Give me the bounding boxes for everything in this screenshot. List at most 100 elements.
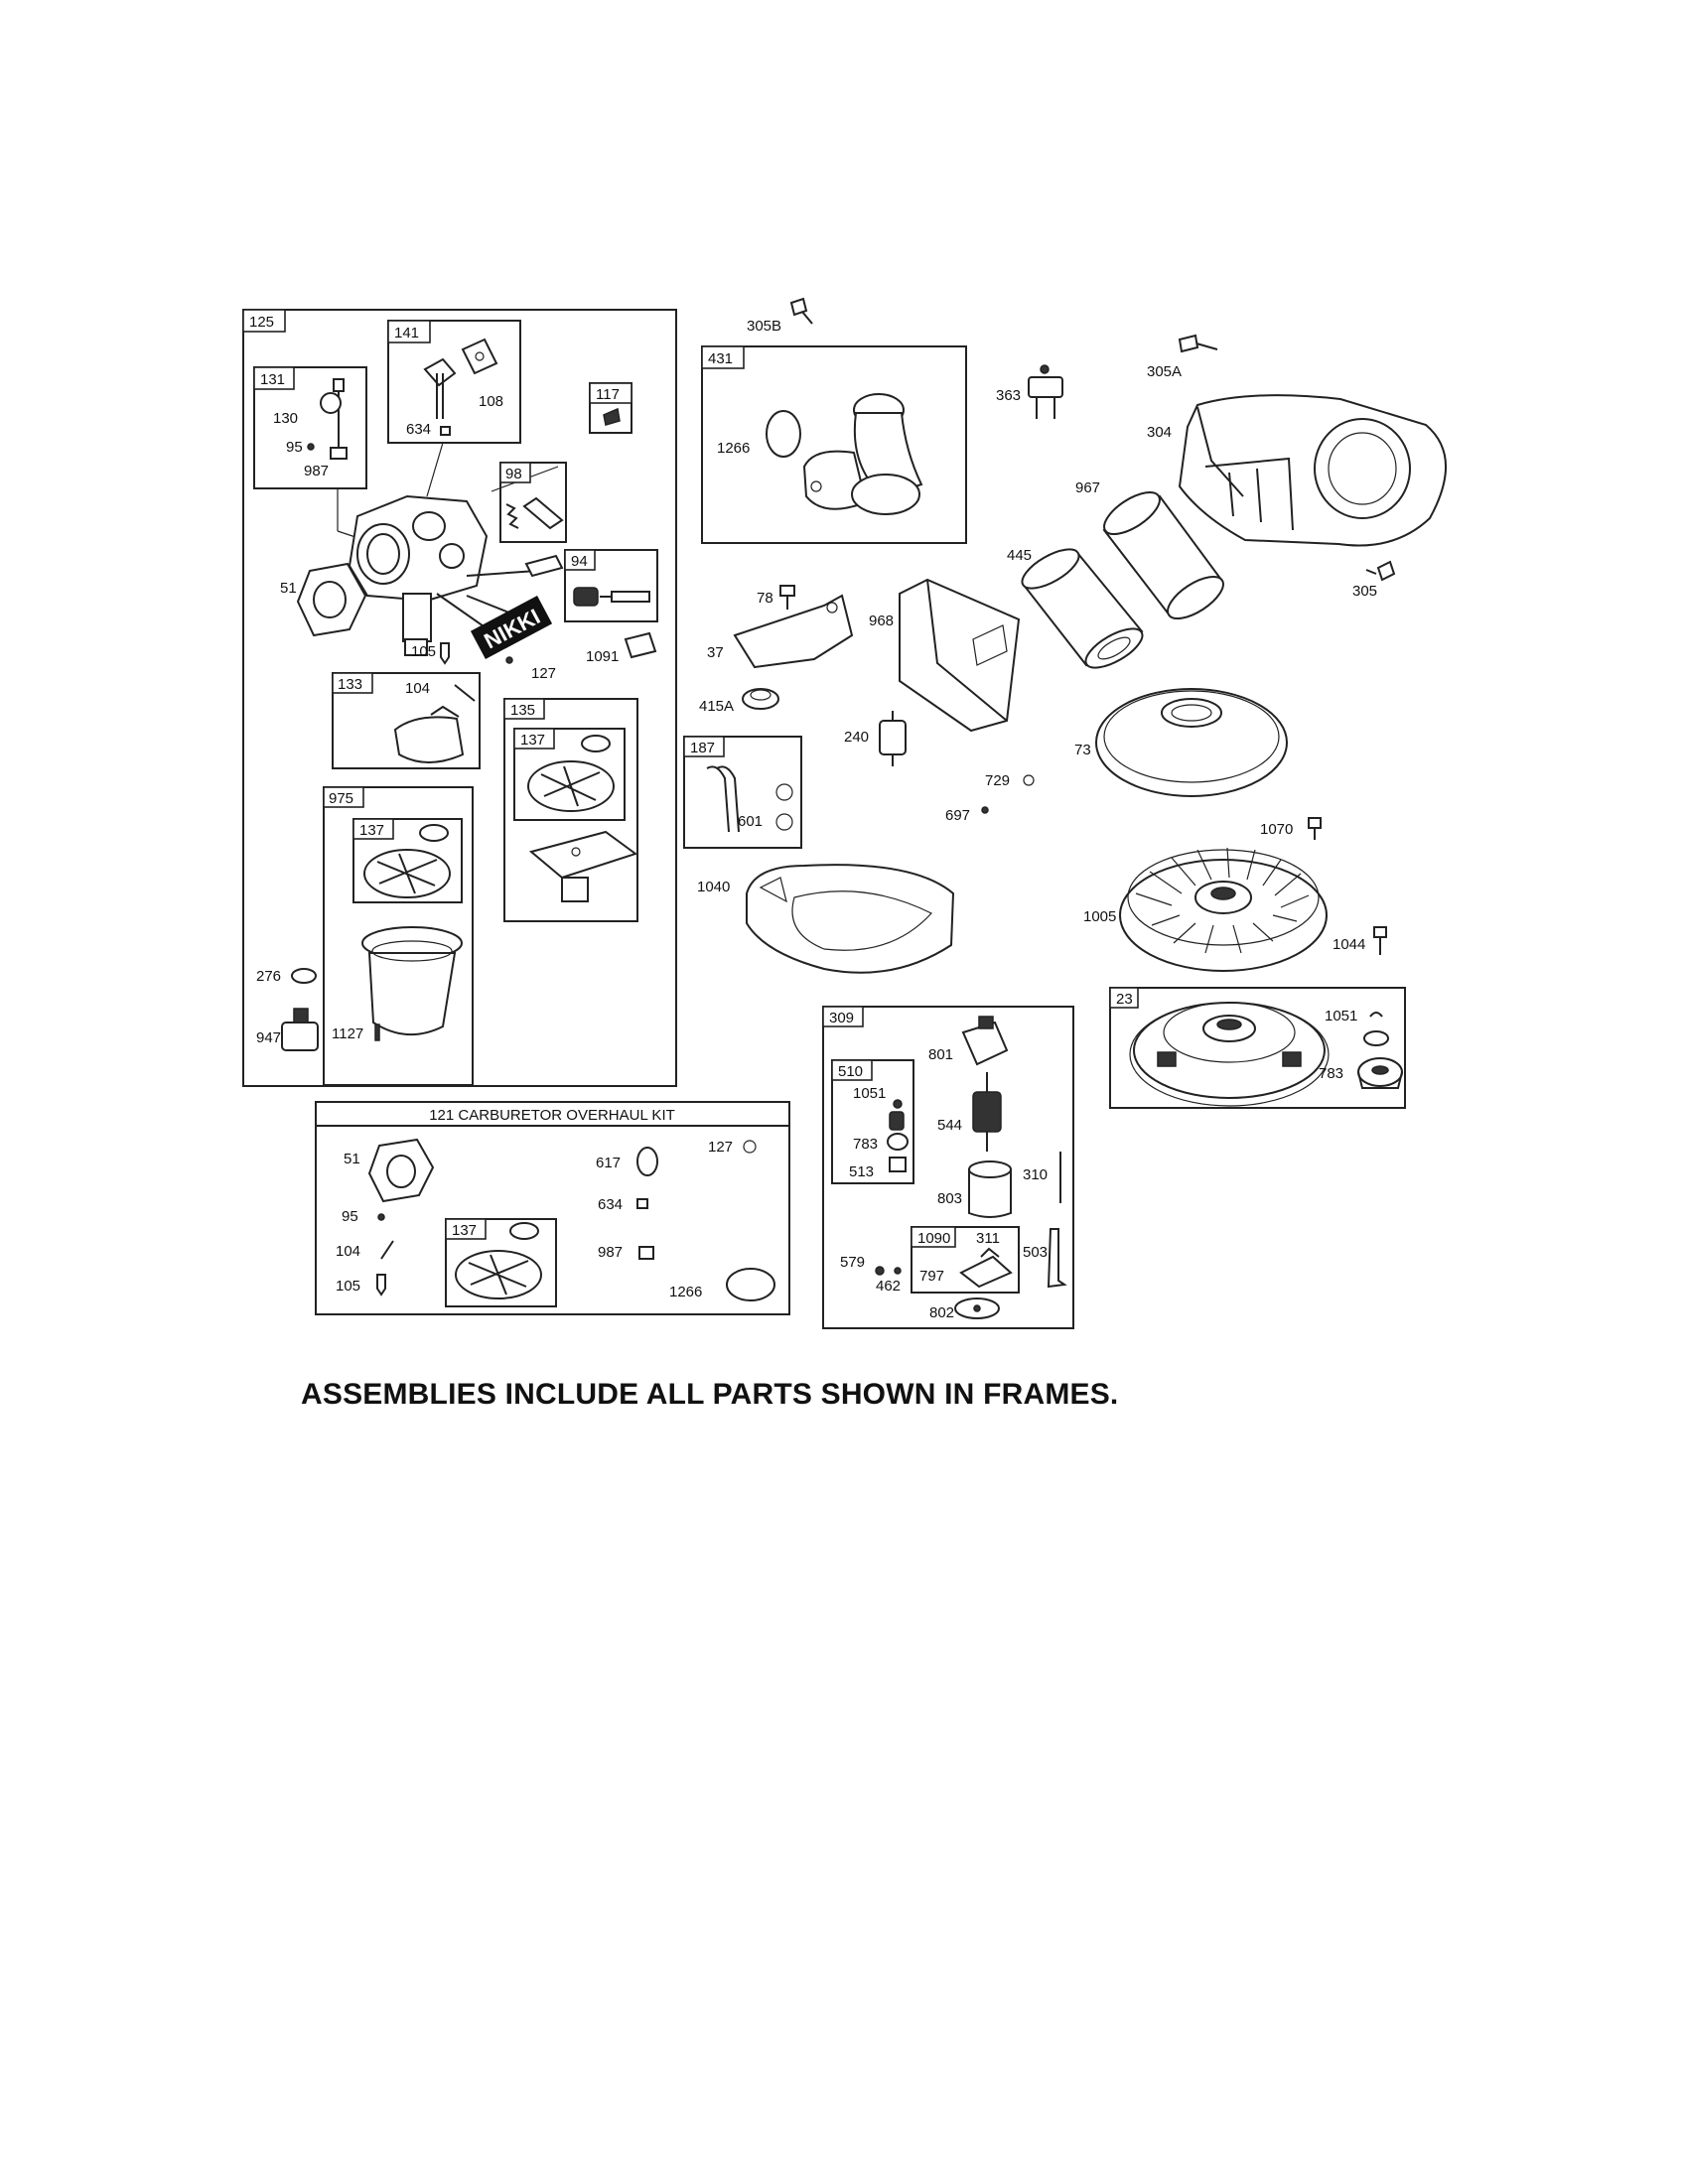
frame-tag-131: 131	[260, 371, 285, 388]
callout-697: 697	[945, 807, 970, 824]
kit-callout-51: 51	[344, 1151, 360, 1167]
spring-icon	[307, 443, 315, 451]
callout-105: 105	[411, 643, 436, 660]
o-ring-icon	[766, 410, 801, 458]
callout-803: 803	[937, 1190, 962, 1207]
callout-1091: 1091	[586, 648, 619, 665]
callout-544: 544	[937, 1117, 962, 1134]
frame-98: 98	[499, 462, 567, 543]
kit-callout-104: 104	[336, 1243, 360, 1260]
diaphragm-icon	[363, 849, 451, 898]
frame-tag-23: 23	[1116, 991, 1133, 1008]
pinion-gear-icon	[887, 1133, 909, 1151]
fuel-filter-icon	[879, 711, 907, 766]
frame-tag-137-a: 137	[520, 732, 545, 749]
bracket-icon	[1047, 1228, 1067, 1289]
fuel-solenoid-icon	[281, 1008, 319, 1051]
solenoid-icon	[624, 631, 657, 659]
frame-94: 94	[564, 549, 658, 622]
washer-icon	[894, 1267, 902, 1275]
bolt-icon	[1308, 817, 1322, 840]
callout-73: 73	[1074, 742, 1091, 758]
callout-104: 104	[405, 680, 430, 697]
gasket-icon	[367, 1138, 435, 1203]
o-ring-icon	[581, 735, 611, 752]
callout-1044: 1044	[1333, 936, 1365, 953]
frame-133: 133 104	[332, 672, 481, 769]
callout-1051: 1051	[853, 1085, 886, 1102]
frame-tag-1090: 1090	[917, 1230, 950, 1247]
jet-icon	[603, 407, 621, 426]
o-ring-icon	[509, 1222, 539, 1240]
callout-445: 445	[1007, 547, 1032, 564]
kit-callout-95: 95	[342, 1208, 358, 1225]
kit-callout-617: 617	[596, 1155, 621, 1171]
callout-276: 276	[256, 968, 281, 985]
washer-icon	[291, 968, 317, 984]
retainer-icon	[1363, 1012, 1389, 1046]
frame-tag-98: 98	[505, 466, 522, 482]
kit-callout-105: 105	[336, 1278, 360, 1295]
callout-240: 240	[844, 729, 869, 746]
frame-121-kit: 121 CARBURETOR OVERHAUL KIT 51 95 104 10…	[315, 1101, 790, 1315]
frame-187: 187 601	[683, 736, 802, 849]
brush-holder-icon	[959, 1247, 1013, 1289]
pre-filter-icon	[1102, 490, 1224, 620]
frame-309: 309 510 1051 783 513 801 544 803 310	[822, 1006, 1074, 1329]
o-ring-icon	[726, 1268, 775, 1301]
seal-icon	[440, 426, 451, 436]
callout-462: 462	[876, 1278, 901, 1295]
frame-tag-187: 187	[690, 740, 715, 756]
frame-117: 117	[589, 382, 632, 434]
clip-icon	[743, 1140, 757, 1154]
callout-968: 968	[869, 613, 894, 629]
callout-967: 967	[1075, 479, 1100, 496]
screw-icon	[779, 585, 795, 610]
fuel-line-icon	[706, 765, 740, 833]
air-filter-icon	[1021, 548, 1144, 669]
retainer-icon	[893, 1099, 903, 1109]
callout-51: 51	[280, 580, 297, 597]
frame-135: 135 137	[503, 698, 638, 922]
diaphragm-icon	[527, 760, 615, 812]
bolt-icon	[1178, 334, 1218, 353]
kit-callout-634: 634	[598, 1196, 623, 1213]
callout-579: 579	[840, 1254, 865, 1271]
pinion-gear-icon	[1357, 1057, 1403, 1089]
callout-130: 130	[273, 410, 298, 427]
callout-108: 108	[479, 393, 503, 410]
idle-screw-icon	[320, 378, 348, 460]
fuel-bowl-icon	[361, 926, 463, 1036]
air-cleaner-base-icon	[1095, 688, 1288, 797]
callout-729: 729	[985, 772, 1010, 789]
callout-363: 363	[996, 387, 1021, 404]
bowl-screw-icon	[374, 1024, 380, 1041]
drive-nut-icon	[889, 1157, 907, 1172]
o-ring-icon	[419, 824, 449, 842]
clamp-icon	[775, 783, 793, 831]
frame-tag-125: 125	[249, 314, 274, 331]
callout-947: 947	[256, 1029, 281, 1046]
frame-tag-431: 431	[708, 350, 733, 367]
carburetor-body-icon	[337, 442, 564, 656]
main-jet-icon	[440, 642, 450, 665]
frame-23: 23 1051 783	[1109, 987, 1406, 1109]
callout-305b: 305B	[747, 318, 781, 335]
needle-valve-icon	[573, 587, 650, 607]
plug-icon	[742, 688, 779, 710]
frame-131: 131 130 95 987	[253, 366, 367, 489]
jet-icon	[376, 1274, 386, 1297]
callout-304: 304	[1147, 424, 1172, 441]
baffle-icon	[746, 864, 955, 974]
callout-987: 987	[304, 463, 329, 479]
frame-tag-309: 309	[829, 1010, 854, 1026]
idle-mixture-screw-icon	[505, 496, 564, 530]
o-ring-icon	[636, 1147, 658, 1176]
callout-415a: 415A	[699, 698, 734, 715]
callout-127: 127	[531, 665, 556, 682]
callout-311: 311	[976, 1230, 1000, 1247]
callout-37: 37	[707, 644, 724, 661]
callout-513: 513	[849, 1163, 874, 1180]
callout-783: 783	[853, 1136, 878, 1153]
